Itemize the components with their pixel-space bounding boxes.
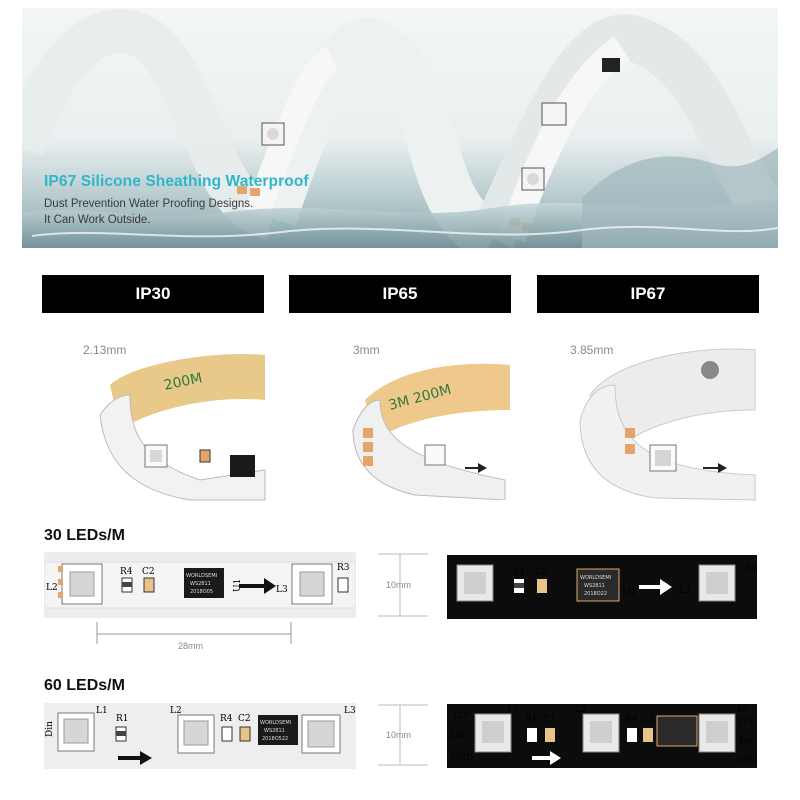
svg-text:WORLDSEMI: WORLDSEMI [260,720,291,726]
spacing-dimension [96,622,292,644]
svg-text:200M: 200M [163,370,204,394]
svg-text:R3: R3 [337,563,350,573]
svg-text:12V: 12V [452,711,470,721]
svg-text:L3: L3 [276,585,288,595]
svg-text:R3: R3 [745,564,757,574]
waterproof-banner: IP67 Silicone Sheathing Waterproof Dust … [22,8,778,248]
strip-60-white: Din L1 R1 L2 R4 C2 WORLDSEMI WS2811 2018… [44,703,356,769]
section-title-60-leds: 60 LEDs/M [44,677,125,694]
svg-text:GND: GND [451,753,473,763]
svg-text:GND: GND [737,755,757,765]
svg-text:WS2811: WS2811 [264,728,285,734]
ip30-thickness: 2.13mm [83,343,127,357]
svg-text:C2: C2 [535,568,548,578]
svg-text:WS2811: WS2811 [190,581,211,587]
svg-text:L3: L3 [737,705,749,715]
strip-60-black: 12V Din GND L1 R1 C1 L2 R4 C2 L3 12V Do … [447,704,757,768]
height-label-30: 10mm [386,580,412,590]
strip-30-black: R4 C2 WORLDSEMI WS2811 2018O22 U1 L3 R3 [447,555,757,619]
svg-text:C2: C2 [142,567,155,577]
svg-text:R4: R4 [512,568,525,578]
svg-text:2018O22: 2018O22 [584,591,607,597]
svg-text:L3: L3 [679,586,691,596]
section-title-30-leds: 30 LEDs/M [44,527,125,544]
banner-line-2: It Can Work Outside. [44,214,151,226]
ip67-thickness: 3.85mm [570,343,614,357]
spacing-label: 28mm [178,641,204,651]
svg-text:C2: C2 [641,715,654,725]
svg-text:Do: Do [739,737,752,747]
svg-text:R4: R4 [220,714,233,724]
height-dimension-30 [378,553,428,617]
svg-text:U1: U1 [233,579,243,592]
svg-text:R1: R1 [116,714,129,724]
svg-text:L3: L3 [344,706,356,716]
svg-text:L1: L1 [507,705,519,715]
rating-header-ip30: IP30 [42,275,264,313]
ip67-strip-image [579,348,756,501]
svg-text:C2: C2 [238,714,251,724]
svg-text:R4: R4 [625,715,638,725]
height-label-60: 10mm [386,730,412,740]
svg-text:WS2811: WS2811 [584,583,605,589]
ip65-thickness: 3mm [353,343,380,357]
svg-text:WORLDSEMI: WORLDSEMI [186,573,217,579]
svg-text:C1: C1 [543,715,556,725]
banner-title: IP67 Silicone Sheathing Waterproof [44,173,309,190]
svg-text:Din: Din [451,731,467,741]
height-dimension-60 [378,704,428,766]
svg-text:U1: U1 [623,588,636,598]
svg-text:R4: R4 [120,567,133,577]
rating-header-ip67: IP67 [537,275,759,313]
ip30-strip-image: 200M [99,354,266,501]
svg-text:Din: Din [45,721,55,737]
ip65-strip-image: 3M 200M [352,363,510,500]
svg-text:L2: L2 [46,583,58,593]
svg-text:L1: L1 [96,706,108,716]
svg-text:WORLDSEMI: WORLDSEMI [580,575,611,581]
strip-30-white: L2 R4 C2 WORLDSEMI WS2811 2018O05 U1 L3 … [44,552,356,618]
svg-text:12V: 12V [737,717,755,727]
svg-text:2018O522: 2018O522 [262,736,288,742]
svg-text:L2: L2 [170,706,182,716]
svg-text:L2: L2 [575,705,587,715]
silicone-strip-illustration [22,8,778,248]
svg-text:R1: R1 [525,715,538,725]
rating-header-ip65: IP65 [289,275,511,313]
svg-text:2018O05: 2018O05 [190,589,213,595]
banner-line-1: Dust Prevention Water Proofing Designs. [44,198,254,210]
